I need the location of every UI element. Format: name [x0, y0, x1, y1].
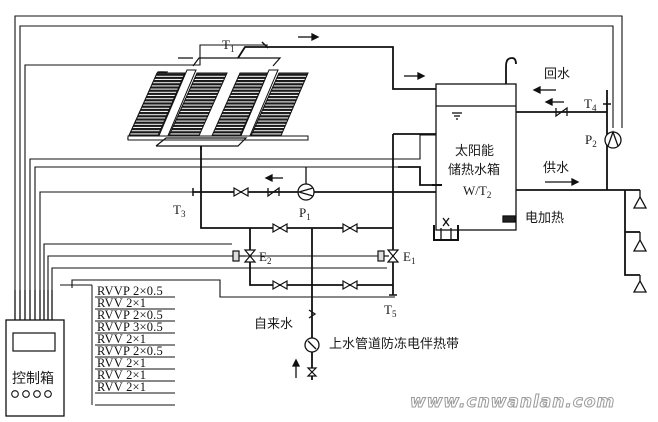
check-valve-return [555, 106, 568, 118]
pump-p2 [604, 130, 622, 149]
flow-arrows [264, 32, 580, 378]
tap-water-label: 自来水 [254, 317, 294, 332]
gate-valve-p1-line [233, 186, 249, 198]
tank-label-line2: 储热水箱 [448, 163, 501, 178]
cable-spec-3: RVVP 2×0.5 [97, 308, 163, 322]
control-box [5, 290, 65, 417]
gate-valve-bottom-right [342, 279, 358, 291]
cable-spec-9: RVV 2×1 [97, 380, 147, 394]
gate-valve-bottom-left [272, 279, 288, 291]
gate-valve-top-left [272, 222, 288, 234]
cable-spec-2: RVV 2×1 [97, 296, 147, 310]
control-button-1 [11, 390, 19, 398]
solar-collector-array [126, 57, 309, 147]
check-valve-p1 [267, 186, 280, 198]
return-water-label: 回水 [544, 67, 571, 82]
cable-spec-4: RVVP 3×0.5 [97, 320, 163, 334]
sensor-label-t5: T5 [384, 302, 397, 319]
control-button-4 [44, 390, 52, 398]
pump-label-p2: P2 [585, 132, 597, 149]
control-box-label: 控制箱 [12, 371, 54, 387]
faucet-1 [632, 195, 648, 209]
motorized-valve-e2 [232, 249, 257, 263]
control-wires [14, 15, 623, 298]
faucet-3 [632, 279, 648, 293]
sensor-ticks [192, 41, 611, 296]
cable-underlines [60, 284, 175, 406]
faucet-2 [632, 238, 648, 252]
flow-meter [304, 337, 320, 353]
sensor-label-t4: T4 [584, 96, 597, 113]
control-button-3 [33, 390, 41, 398]
antifreeze-heat-trace-label: 上水管道防冻电伴热带 [329, 337, 460, 352]
tank-label-line3: W/T2 [463, 183, 492, 200]
pump-p1 [296, 167, 315, 201]
cable-spec-5: RVV 2×1 [97, 332, 147, 346]
gate-valves [233, 186, 358, 377]
motorized-valve-e1 [377, 249, 400, 263]
gate-valve-inlet [306, 367, 318, 377]
faucet-outlets [632, 190, 648, 293]
cable-spec-6: RVVP 2×0.5 [97, 344, 163, 358]
watermark: www.cnwanlan.com [409, 392, 616, 413]
control-button-2 [22, 390, 30, 398]
cable-spec-7: RVV 2×1 [97, 356, 147, 370]
sensor-label-t1: T1 [222, 37, 235, 54]
sensor-label-t3: T3 [173, 202, 186, 219]
check-valve-inlet [308, 309, 317, 319]
check-valves [267, 106, 568, 319]
tank-label-line1: 太阳能 [455, 144, 495, 159]
storage-tank [432, 83, 517, 241]
supply-water-label: 供水 [543, 161, 570, 176]
valve-label-e1: E1 [403, 249, 416, 266]
cable-spec-8: RVV 2×1 [97, 368, 147, 382]
electric-heater [502, 215, 516, 223]
cable-spec-1: RVVP 2×0.5 [97, 284, 163, 298]
electric-heating-label: 电加热 [525, 211, 565, 226]
valve-label-e2: E2 [259, 249, 272, 266]
pump-label-p1: P1 [299, 205, 311, 222]
gate-valve-top-right [342, 222, 358, 234]
